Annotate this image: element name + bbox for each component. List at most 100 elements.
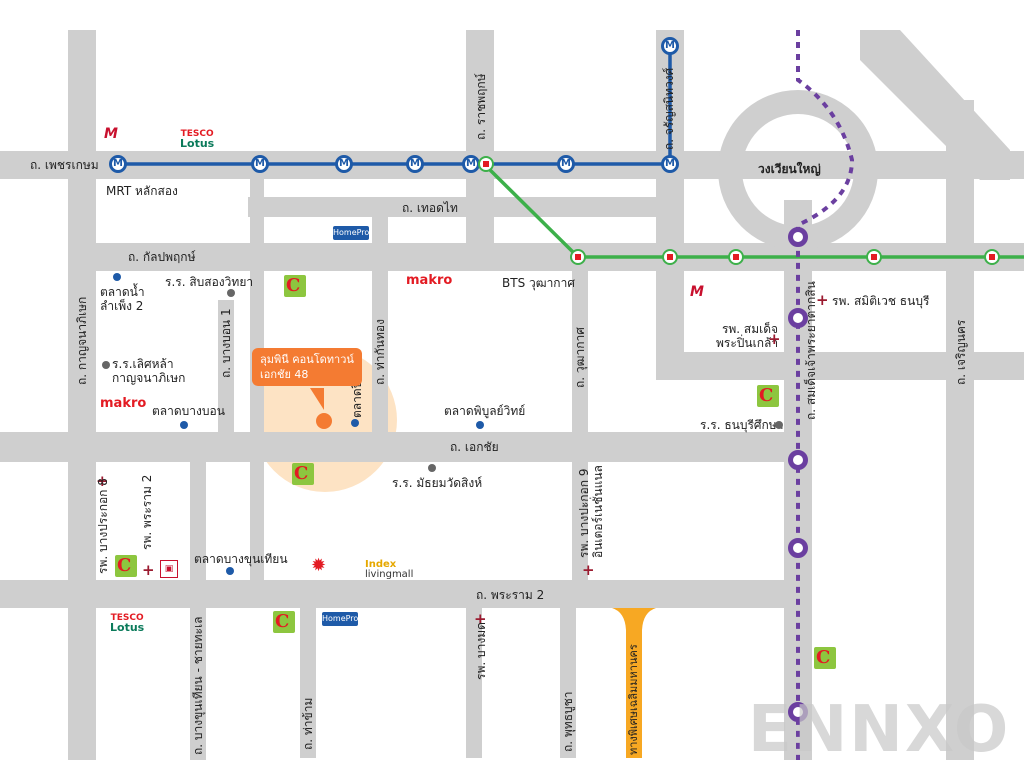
- bigc-logo: C: [284, 275, 306, 297]
- label-somdet-hospital: รพ. สมเด็จ พระปิ่นเกล้า: [716, 322, 779, 350]
- road-label-thoetthai: ถ. เทอดไท: [402, 201, 458, 215]
- project-pointer: [310, 388, 324, 410]
- road-bangprakok9: [572, 460, 588, 582]
- label-bangprakok8-hospital: รพ. บางประกอก 8: [96, 478, 110, 574]
- label-bts-wutthakat: BTS วุฒากาศ: [502, 276, 575, 290]
- road-label-charoennakhon: ถ. เจริญนคร: [954, 319, 968, 385]
- mrt-station[interactable]: M: [661, 37, 679, 55]
- hospital-icon: +: [816, 291, 829, 309]
- bts-station[interactable]: [570, 249, 586, 265]
- road-wutthakat: [572, 245, 588, 435]
- road-charoennakhon: [946, 100, 974, 760]
- road-label-bangbon1: ถ. บางบอน 1: [219, 308, 233, 378]
- expressway-line: [612, 608, 656, 758]
- bigc-logo: C: [814, 647, 836, 669]
- hospital-icon: +: [768, 330, 781, 348]
- road-thakham: [300, 608, 316, 758]
- purple-line-station[interactable]: [788, 227, 808, 247]
- mrt-station[interactable]: M: [335, 155, 353, 173]
- makro-logo: makro: [100, 396, 147, 411]
- hospital-icon: +: [142, 561, 155, 579]
- road-bangbon1: [218, 300, 234, 434]
- mrt-station[interactable]: M: [557, 155, 575, 173]
- bts-station[interactable]: [984, 249, 1000, 265]
- road-label-bangkhunthian: ถ. บางขุนเทียน - ชายทะเล: [191, 616, 205, 755]
- mrt-station[interactable]: M: [661, 155, 679, 173]
- purple-line-station[interactable]: [788, 308, 808, 328]
- purple-line-station[interactable]: [788, 702, 808, 722]
- building-icon: ▣: [160, 560, 178, 578]
- road-label-wutthakat: ถ. วุฒากาศ: [573, 327, 587, 388]
- road-label-thakham: ถ. ท่าข้าม: [301, 697, 315, 750]
- road-label-ekkachai: ถ. เอกชัย: [450, 440, 499, 454]
- bts-station[interactable]: [728, 249, 744, 265]
- road-thoetthai: [248, 197, 658, 217]
- bigc-logo: C: [273, 611, 295, 633]
- label-talat-nam: ตลาดน้ำ ลำเพ็ง 2: [100, 285, 145, 313]
- school-dot: [102, 361, 110, 369]
- hospital-icon: +: [474, 610, 487, 628]
- label-matthayom-school: ร.ร. มัธยมวัดสิงห์: [392, 476, 483, 490]
- road-label-thakanthong: ถ. ท่ากันทอง: [373, 319, 387, 385]
- bts-station[interactable]: [478, 156, 494, 172]
- road-bangbon-lower: [190, 460, 206, 760]
- roundabout-label: วงเวียนใหญ่: [758, 162, 821, 176]
- road-label-phutthabucha: ถ. พุทธบูชา: [561, 691, 575, 752]
- the-mall-logo: M: [104, 126, 118, 142]
- homepro-logo: HomePro: [322, 612, 358, 626]
- sign-icon: ✹: [311, 555, 327, 576]
- road-thakham-upper: [372, 215, 388, 435]
- school-dot: [775, 421, 783, 429]
- purple-line-station[interactable]: [788, 450, 808, 470]
- road-label-charansanitwong: ถ. จรัญสนิทวงศ์: [662, 67, 676, 150]
- mrt-station[interactable]: M: [109, 155, 127, 173]
- bigc-logo: C: [115, 555, 137, 577]
- market-dot: [226, 567, 234, 575]
- bigc-logo: C: [292, 463, 314, 485]
- label-talat-bangkhunthian: ตลาดบางขุนเทียน: [194, 552, 288, 566]
- road-phutthabucha: [560, 608, 576, 758]
- the-mall-logo: M: [690, 284, 704, 300]
- road-label-rama2: ถ. พระราม 2: [476, 588, 545, 602]
- hospital-icon: +: [96, 472, 109, 490]
- label-lertla-school: ร.ร.เลิศหล้า กาญจนาภิเษก: [112, 357, 186, 385]
- bts-station[interactable]: [662, 249, 678, 265]
- school-dot: [428, 464, 436, 472]
- label-bangprakok9-hospital: รพ. บางปะกอก 9 อินเตอร์เนชั่นแนล: [577, 465, 605, 558]
- purple-line: [796, 30, 855, 760]
- bts-station[interactable]: [866, 249, 882, 265]
- road-label-kanchanaphisek: ถ. กาญจนาภิเษก: [75, 296, 89, 385]
- project-name-line2: เอกชัย 48: [260, 368, 309, 381]
- road-rama2: [0, 580, 800, 608]
- mrt-station[interactable]: M: [406, 155, 424, 173]
- road-ratchaphruek: [466, 30, 494, 244]
- road-ekkachai: [0, 432, 800, 462]
- road-label-expressway: ทางพิเศษเฉลิมมหานคร: [627, 644, 640, 755]
- project-name-line1: ลุมพินี คอนโดทาวน์: [260, 353, 354, 366]
- label-bangmot-hospital: รพ. บางมด: [474, 622, 488, 680]
- label-talat-phiboon: ตลาดพิบูลย์วิทย์: [444, 404, 526, 418]
- label-rama2-hospital: รพ. พระราม 2: [140, 474, 154, 550]
- label-talat-bangbon: ตลาดบางบอน: [152, 404, 225, 418]
- label-samitivej-hospital: รพ. สมิติเวช ธนบุรี: [832, 294, 930, 308]
- mrt-station[interactable]: M: [251, 155, 269, 173]
- purple-line-station[interactable]: [788, 538, 808, 558]
- watermark-logo: ENNXO: [748, 693, 1011, 767]
- bigc-logo: C: [757, 385, 779, 407]
- road-label-kanlapaphruek: ถ. กัลปพฤกษ์: [128, 250, 196, 264]
- market-dot: [113, 273, 121, 281]
- label-sip-song-school: ร.ร. สิบสองวิทยา: [165, 275, 254, 289]
- makro-logo: makro: [406, 273, 453, 288]
- label-mrt-laksong: MRT หลักสอง: [106, 184, 178, 198]
- road-kanchanaphisek: [68, 30, 96, 760]
- project-location-marker[interactable]: [316, 413, 332, 429]
- label-thonburi-school: ร.ร. ธนบุรีศึกษา: [700, 418, 784, 432]
- project-callout[interactable]: ลุมพินี คอนโดทาวน์ เอกชัย 48: [252, 348, 362, 386]
- road-diagonal: [860, 30, 1010, 180]
- school-dot: [227, 289, 235, 297]
- homepro-logo: HomePro: [333, 226, 369, 240]
